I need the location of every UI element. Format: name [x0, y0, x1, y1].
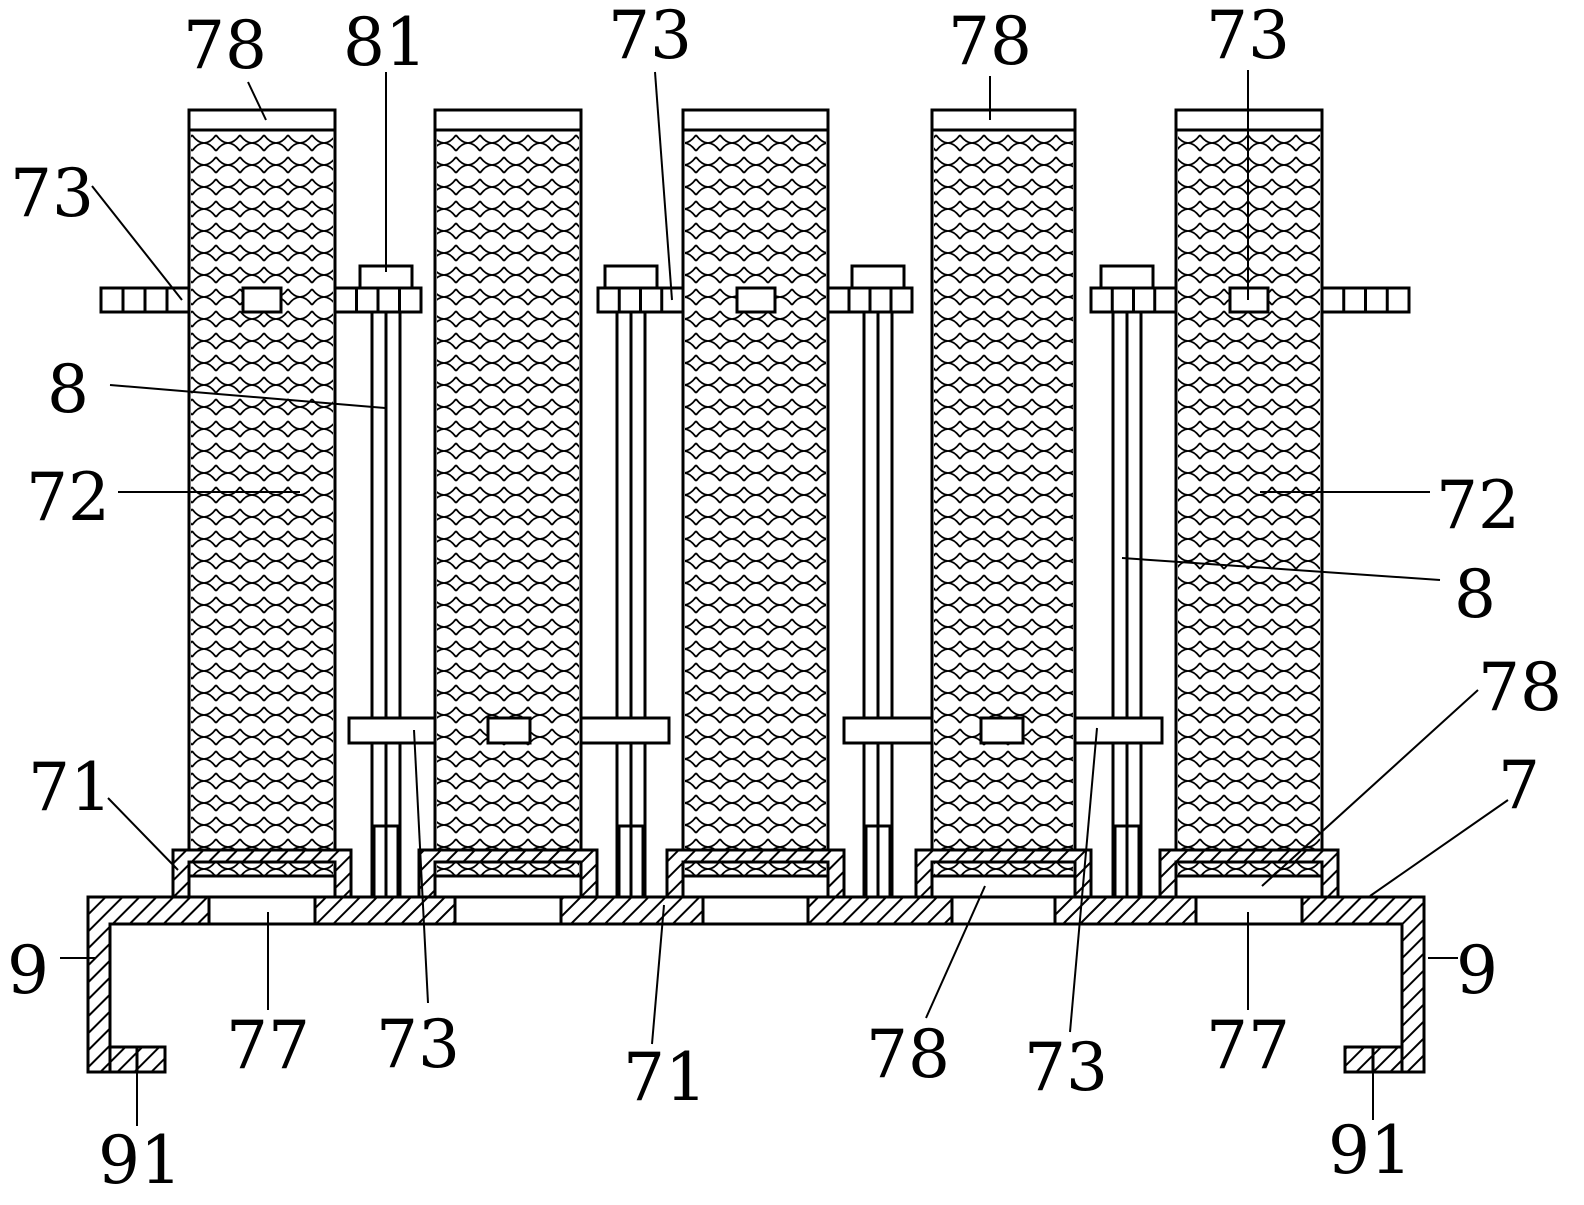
- bottom-cap-78-1: [187, 874, 337, 899]
- leader-line-1: [247, 81, 267, 121]
- callout-73-bottom-right: 73: [1024, 1029, 1108, 1106]
- filter-mesh-72-1: [191, 132, 333, 875]
- callout-labels: 78 81 73 78 73 73 8 72 72 8 78 7 71 9 9 …: [7, 0, 1562, 1199]
- filter-mesh-72-4: [934, 132, 1073, 875]
- leader-line-6: [91, 185, 183, 301]
- drain-opening-77-1: [207, 895, 317, 926]
- filter-rack-drawing: [60, 70, 1509, 1126]
- callout-81: 81: [343, 4, 427, 81]
- callout-78-right: 78: [1478, 649, 1562, 726]
- callout-73-top-mid: 73: [608, 0, 692, 74]
- upper-clamp-block-1: [241, 286, 283, 314]
- bottom-cap-78-4: [930, 874, 1077, 899]
- callout-8-right: 8: [1454, 556, 1496, 633]
- callout-72-right: 72: [1436, 467, 1520, 544]
- callout-8-left: 8: [47, 351, 89, 428]
- leader-line-11: [1261, 689, 1479, 887]
- drain-opening-77-3: [701, 895, 810, 926]
- upper-clamp-block-2: [735, 286, 777, 314]
- filter-mesh-72-3: [685, 132, 826, 875]
- leader-line-18: [651, 904, 665, 1045]
- filter-mesh-72-2: [437, 132, 579, 875]
- lower-clamp-block-2: [979, 716, 1025, 745]
- callout-91-right: 91: [1328, 1112, 1412, 1189]
- top-cap-78-4: [930, 108, 1077, 132]
- holder-cup-71-3: [665, 848, 846, 899]
- rod-head-81-4: [1099, 264, 1155, 290]
- lower-clamp-bar-73-1: [347, 716, 437, 745]
- callout-91-left: 91: [98, 1122, 182, 1199]
- callout-71-left: 71: [28, 749, 112, 826]
- callout-71-bottom: 71: [623, 1039, 707, 1116]
- leader-line-3: [654, 71, 673, 301]
- drain-opening-77-2: [453, 895, 563, 926]
- bottom-cap-78-2: [433, 874, 583, 899]
- callout-77-right: 77: [1206, 1007, 1290, 1084]
- holder-cup-71-1: [171, 848, 353, 899]
- callout-72-left: 72: [26, 459, 110, 536]
- holder-cup-71-4: [914, 848, 1093, 899]
- holder-cup-71-5: [1158, 848, 1340, 899]
- holder-cup-71-2: [417, 848, 599, 899]
- rod-head-81-2: [603, 264, 659, 290]
- lower-clamp-bar-73-3: [842, 716, 934, 745]
- bottom-cap-78-3: [681, 874, 830, 899]
- leader-line-19: [925, 885, 986, 1019]
- top-cap-78-2: [433, 108, 583, 132]
- drain-opening-77-4: [950, 895, 1057, 926]
- callout-78-bottom: 78: [866, 1016, 950, 1093]
- leader-line-17: [413, 729, 429, 1004]
- callout-73-left: 73: [10, 155, 94, 232]
- leader-line-12: [1369, 799, 1509, 897]
- callout-78-top-left: 78: [183, 7, 267, 84]
- callout-78-top-right: 78: [948, 3, 1032, 80]
- bottom-cap-78-5: [1174, 874, 1324, 899]
- leader-line-13: [107, 797, 179, 871]
- leader-line-20: [1069, 727, 1098, 1033]
- lower-clamp-bar-73-4: [1073, 716, 1164, 745]
- callout-73-top-right: 73: [1206, 0, 1290, 74]
- callout-7: 7: [1498, 747, 1540, 824]
- rod-head-81-3: [850, 264, 906, 290]
- callout-9-left: 9: [7, 932, 49, 1009]
- callout-73-bottom-left: 73: [376, 1006, 460, 1083]
- callout-77-left: 77: [226, 1007, 310, 1084]
- leader-line-10: [1121, 557, 1441, 581]
- top-cap-78-3: [681, 108, 830, 132]
- callout-9-right: 9: [1456, 932, 1498, 1009]
- leader-line-7: [109, 384, 386, 409]
- lower-clamp-bar-73-2: [579, 716, 671, 745]
- lower-clamp-block-1: [486, 716, 532, 745]
